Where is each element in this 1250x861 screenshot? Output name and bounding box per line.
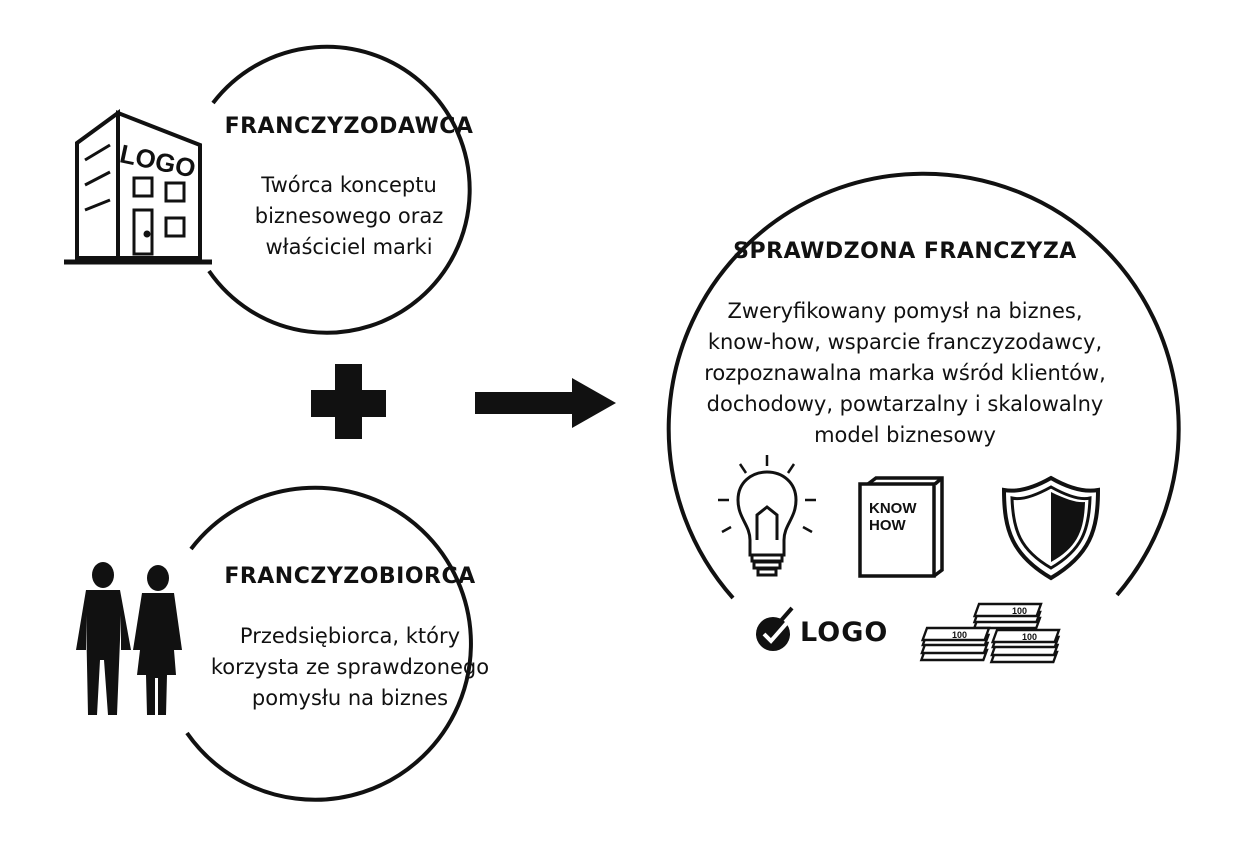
franchisor-description-line: Twórca konceptu (261, 173, 437, 197)
money-label-2: 100 (952, 630, 967, 640)
money-label-3: 100 (1022, 632, 1037, 642)
plus-icon (311, 364, 386, 439)
franchisor-description-line: właściciel marki (265, 235, 433, 259)
franchise-circle (666, 171, 1181, 600)
book-icon (858, 476, 944, 578)
brand-logo-label: LOGO (800, 617, 889, 648)
money-icon (919, 602, 1061, 664)
franchisee-description-line: pomysłu na biznes (251, 686, 449, 710)
franchise-description-line: know-how, wsparcie franczyzodawcy, (707, 330, 1103, 354)
building-icon (64, 109, 212, 265)
people-icon (76, 562, 182, 715)
franchisee-description: Przedsiębiorca, który korzysta ze sprawd… (200, 621, 500, 714)
arrow-right-icon (475, 378, 616, 428)
franchisor-title: FRANCZYZODAWCA (224, 114, 474, 139)
franchisor-description-line: biznesowego oraz (254, 204, 444, 228)
building-sign-text: LOGO (117, 138, 198, 183)
franchise-description-line: rozpoznawalna marka wśród klientów, (704, 361, 1106, 385)
franchise-title: SPRAWDZONA FRANCZYZA (733, 239, 1077, 264)
franchise-description-line: dochodowy, powtarzalny i skalowalny (706, 392, 1104, 416)
franchise-description-line: model biznesowy (814, 423, 996, 447)
checkmark-icon (756, 606, 794, 651)
franchisor-description: Twórca konceptu biznesowego oraz właścic… (219, 170, 479, 263)
book-label-know: KNOW (869, 500, 917, 517)
shield-icon (1001, 475, 1101, 581)
franchisee-title: FRANCZYZOBIORCA (224, 564, 476, 589)
franchisee-description-line: Przedsiębiorca, który (239, 624, 461, 648)
franchise-description-line: Zweryfikowany pomysł na biznes, (727, 299, 1083, 323)
book-label-how: HOW (869, 517, 907, 534)
lightbulb-icon (718, 455, 816, 577)
franchisee-description-line: korzysta ze sprawdzonego (210, 655, 490, 679)
franchisor-circle (207, 44, 472, 335)
franchise-description: Zweryfikowany pomysł na biznes, know-how… (665, 296, 1145, 451)
franchisee-circle (185, 485, 473, 802)
money-label-1: 100 (1012, 606, 1027, 616)
